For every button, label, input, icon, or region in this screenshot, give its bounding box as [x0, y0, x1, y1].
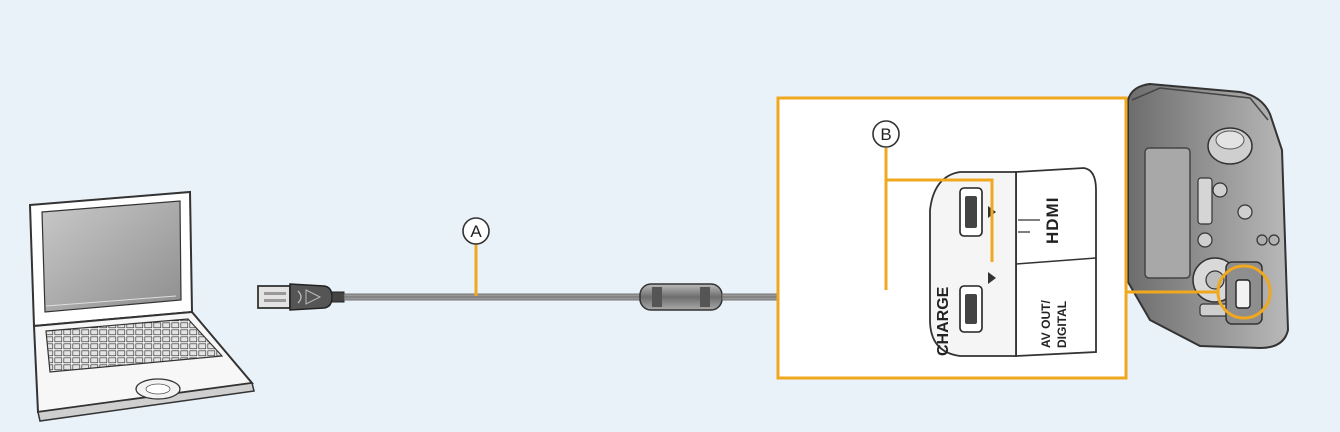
charge-label: CHARGE	[935, 286, 952, 356]
camera	[1127, 82, 1290, 350]
camera-lcd	[1144, 147, 1191, 279]
av-out-label-line1: AV OUT/	[1039, 300, 1053, 348]
callout-a-label: A	[470, 222, 482, 241]
laptop-keyboard	[45, 318, 224, 373]
callout-b-label: B	[880, 125, 891, 144]
terminal-panel	[929, 167, 1097, 357]
laptop-screen	[41, 200, 182, 313]
laptop	[28, 190, 255, 422]
callout-a: A	[462, 217, 490, 245]
usb-a-plug	[257, 285, 291, 309]
callout-b: B	[872, 120, 900, 148]
hdmi-label: HDMI	[1043, 197, 1062, 244]
av-out-label-line2: DIGITAL	[1055, 301, 1069, 348]
callout-b-leaders	[884, 148, 994, 290]
